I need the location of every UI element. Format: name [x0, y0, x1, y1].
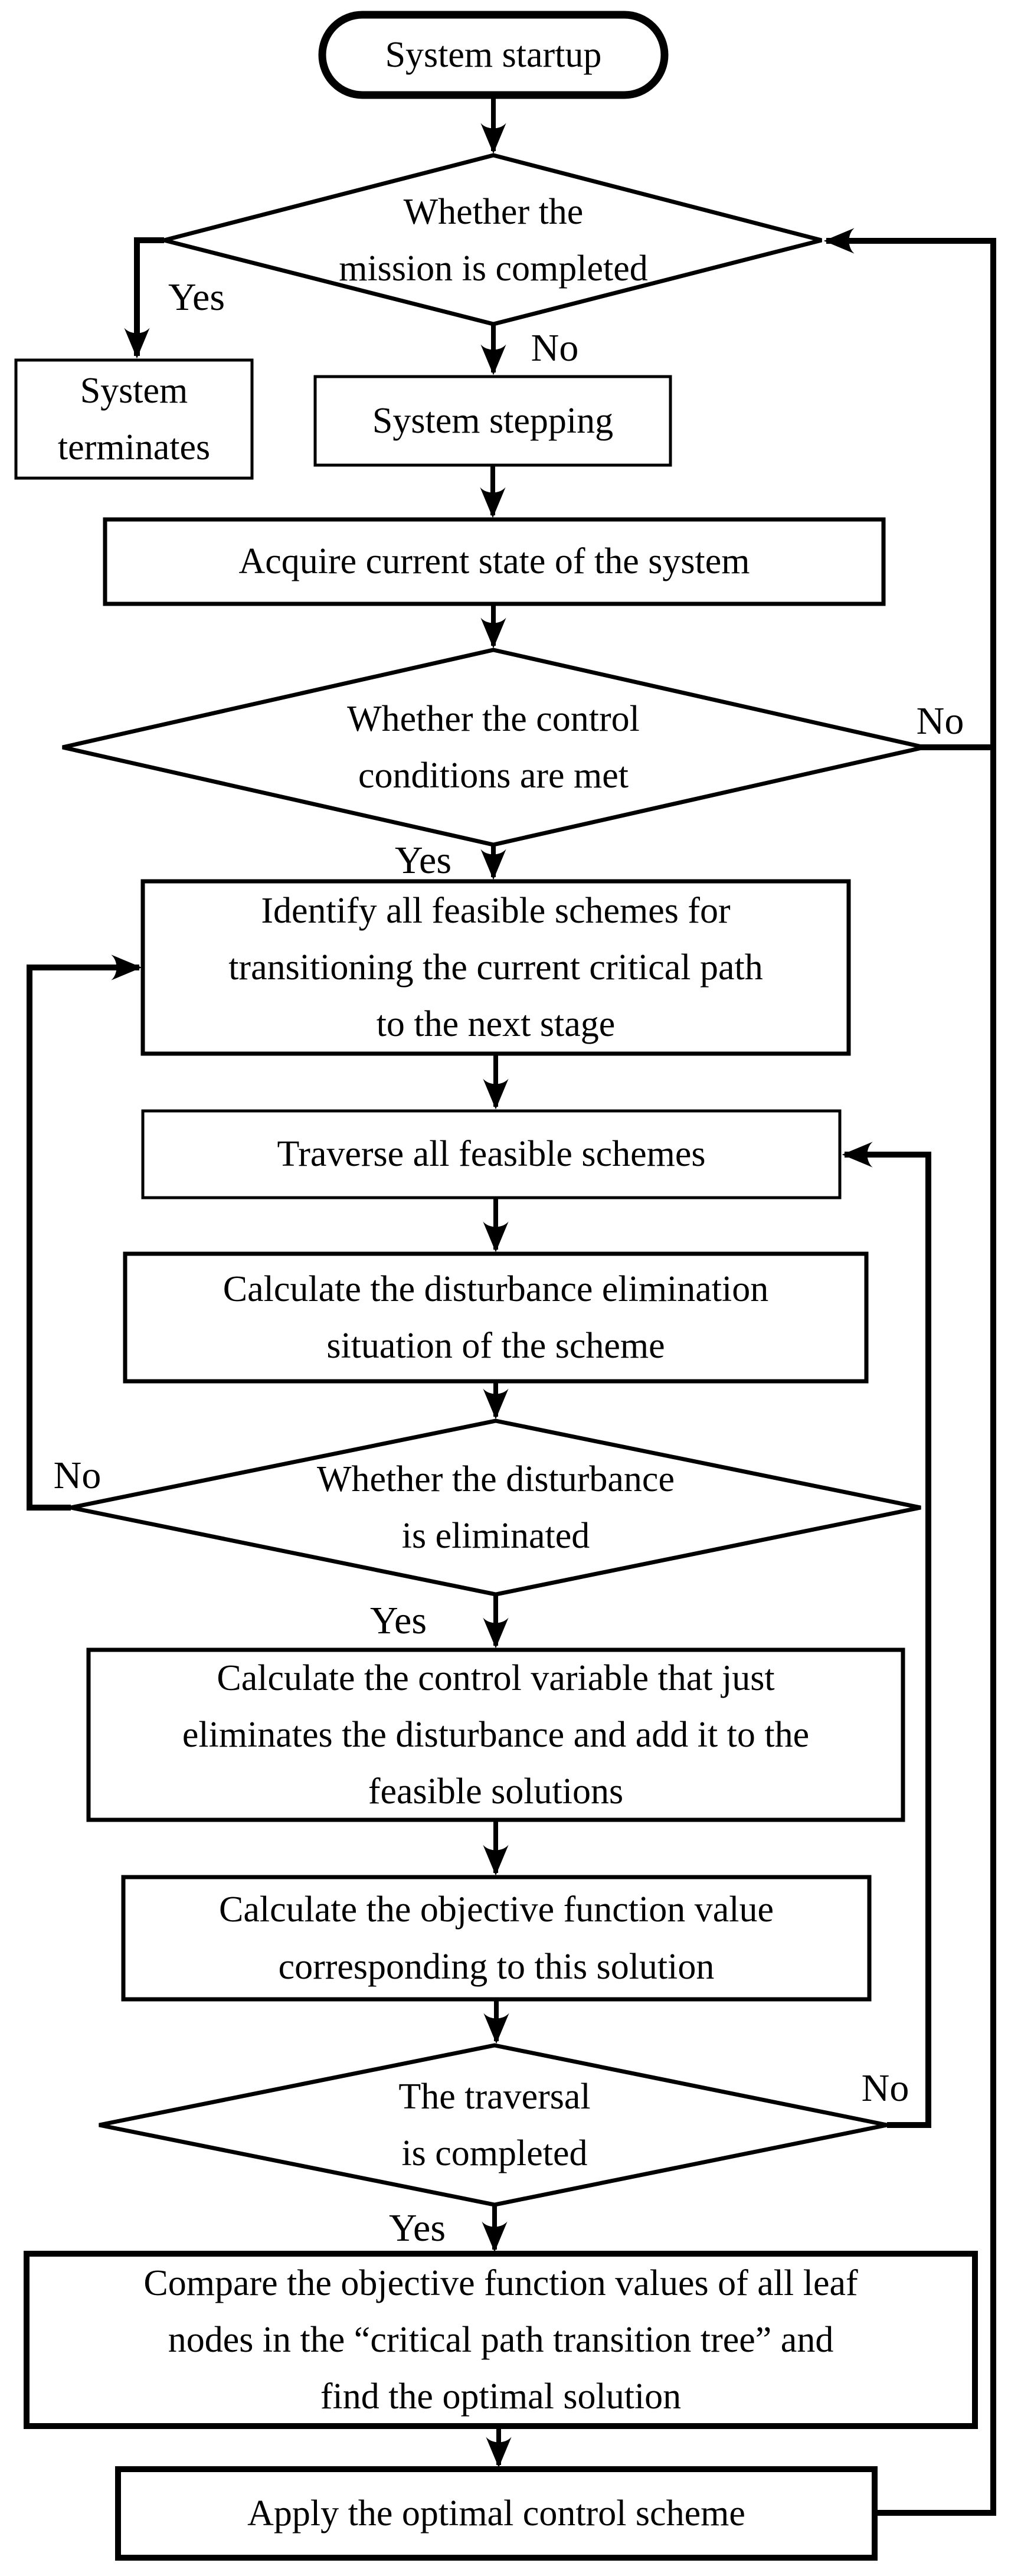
mission-completed-decision: Whether the mission is completed: [339, 191, 648, 289]
calc-disturbance-node: Calculate the disturbance elimination si…: [222, 1269, 769, 1366]
calc-control-variable-node: Calculate the control variable that just…: [182, 1658, 810, 1812]
control-no-label: No: [916, 699, 964, 743]
disturbance-no-label: No: [53, 1454, 102, 1497]
calc-control-box-shape: [86, 1647, 905, 1822]
apply-box-shape: [115, 2466, 878, 2561]
traverse-schemes-node: Traverse all feasible schemes: [277, 1134, 706, 1175]
traverse-box-shape: [141, 1109, 842, 1199]
startup-node: System startup: [385, 34, 602, 75]
rail-traversal-no-to-traverse: [842, 1142, 931, 2128]
traversal-no-label: No: [861, 2067, 909, 2110]
mission-yes-label: Yes: [168, 276, 225, 319]
traversal-yes-label: Yes: [388, 2206, 446, 2250]
disturbance-yes-label: Yes: [369, 1599, 427, 1642]
identify-schemes-node: Identify all feasible schemes for transi…: [228, 890, 763, 1045]
mission-no-label: No: [531, 326, 579, 370]
rail-disturbance-no-to-identify: [27, 954, 142, 1511]
stepping-node: System stepping: [372, 400, 614, 441]
acquire-box-shape: [103, 517, 886, 606]
calc-disturbance-box-shape: [123, 1251, 869, 1384]
compare-box-shape: [24, 2251, 978, 2429]
disturbance-eliminated-decision: Whether the disturbance is eliminated: [317, 1459, 675, 1556]
terminates-box-shape: [14, 358, 254, 480]
rail-apply-to-mission: [823, 228, 996, 2516]
terminates-node: System terminates: [57, 370, 211, 468]
identify-box-shape: [140, 879, 851, 1056]
control-yes-label: Yes: [394, 839, 452, 882]
acquire-state-node: Acquire current state of the system: [238, 541, 750, 582]
arrow-mission-yes-to-terminates: [124, 237, 164, 359]
apply-scheme-node: Apply the optimal control scheme: [247, 2493, 745, 2533]
stepping-box-shape: [313, 375, 672, 467]
traversal-completed-decision: The traversal is completed: [398, 2076, 591, 2173]
calc-objective-node: Calculate the objective function value c…: [219, 1889, 774, 1987]
compare-objective-node: Compare the objective function values of…: [143, 2263, 858, 2417]
control-met-decision: Whether the control conditions are met: [347, 698, 640, 796]
